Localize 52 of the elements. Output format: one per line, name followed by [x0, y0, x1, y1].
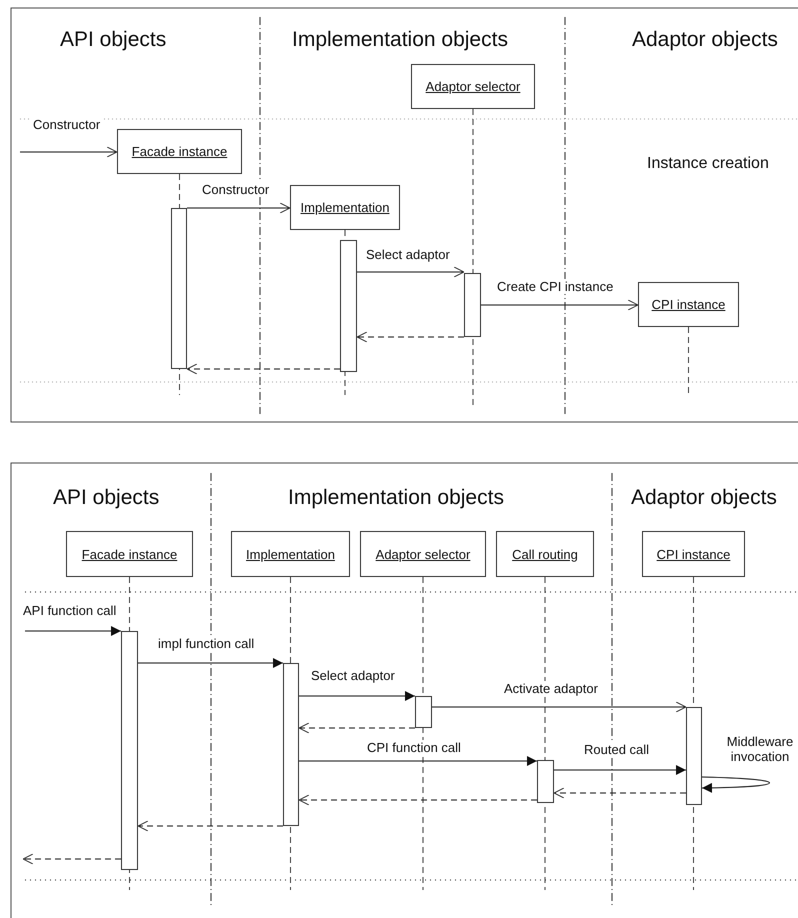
- return-arrow: [356, 332, 464, 342]
- message-arrow: [20, 146, 118, 158]
- object-box: Facade instance: [66, 531, 193, 577]
- edge-label: impl function call: [157, 636, 256, 651]
- edge-label: Select adaptor: [365, 247, 451, 262]
- message-arrow: [186, 202, 290, 214]
- activation-bar: [171, 208, 187, 369]
- edge-label: Constructor: [201, 182, 270, 197]
- section-label: Instance creation: [647, 155, 769, 173]
- object-box: Adaptor selector: [360, 531, 486, 577]
- message-arrow: [432, 702, 686, 712]
- lane-heading: API objects: [60, 28, 166, 52]
- activation-bar: [415, 696, 432, 728]
- lane-heading: Adaptor objects: [632, 28, 778, 52]
- message-arrow: [554, 765, 686, 775]
- return-arrow: [138, 820, 284, 832]
- object-box: Facade instance: [117, 129, 242, 174]
- self-call-arrow: [702, 776, 770, 793]
- message-arrow: [24, 626, 122, 636]
- message-arrow: [356, 266, 464, 278]
- activation-bar: [121, 631, 138, 870]
- edge-label: CPI function call: [366, 740, 462, 755]
- activation-bar: [686, 707, 702, 805]
- activation-bar: [340, 240, 357, 372]
- return-arrow: [186, 364, 340, 374]
- return-arrow: [22, 854, 122, 864]
- edge-label: API function call: [22, 603, 118, 618]
- object-box: Implementation: [231, 531, 350, 577]
- activation-bar: [283, 663, 299, 826]
- object-box: CPI instance: [642, 531, 745, 577]
- lane-heading: Implementation objects: [292, 28, 508, 52]
- return-arrow: [298, 722, 416, 734]
- object-box: Implementation: [290, 185, 400, 230]
- object-box: Adaptor selector: [411, 64, 535, 109]
- lane-heading: API objects: [53, 486, 160, 510]
- lane-heading: Implementation objects: [288, 486, 504, 510]
- lane-heading: Adaptor objects: [631, 486, 777, 510]
- message-arrow: [298, 756, 538, 766]
- edge-label: Constructor: [32, 117, 102, 132]
- activation-bar: [537, 760, 554, 803]
- object-box: Call routing: [496, 531, 594, 577]
- edge-label: Activate adaptor: [503, 681, 599, 696]
- return-arrow: [298, 794, 538, 806]
- message-arrow: [298, 691, 416, 701]
- edge-label: Select adaptor: [310, 668, 396, 683]
- message-arrow: [480, 300, 638, 310]
- activation-bar: [464, 273, 481, 337]
- return-arrow: [554, 788, 686, 798]
- object-box: CPI instance: [638, 282, 739, 327]
- edge-label: Create CPI instance: [496, 279, 614, 294]
- edge-label: Routed call: [583, 742, 650, 757]
- message-arrow: [138, 658, 284, 668]
